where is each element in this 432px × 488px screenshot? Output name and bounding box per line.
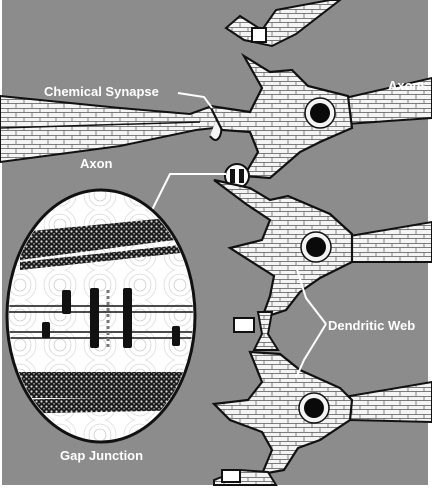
connexon-channel <box>90 288 99 348</box>
connexon-channel <box>123 288 132 348</box>
neuron-bottom-partial <box>214 470 276 485</box>
connexon-channel <box>172 326 180 346</box>
label-dendritic-web: Dendritic Web <box>328 318 415 333</box>
neuron-nucleus <box>306 237 326 257</box>
neuron-nucleus <box>304 398 324 418</box>
membrane-band-lower <box>0 372 200 398</box>
label-chemical-synapse: Chemical Synapse <box>44 84 159 99</box>
label-gap-junction: Gap Junction <box>60 448 143 463</box>
neuron-nucleus <box>310 103 330 123</box>
connexon-channel <box>62 290 71 314</box>
label-axons: Axons <box>388 78 428 93</box>
connexon-channel <box>42 322 50 338</box>
label-axon: Axon <box>80 156 113 171</box>
